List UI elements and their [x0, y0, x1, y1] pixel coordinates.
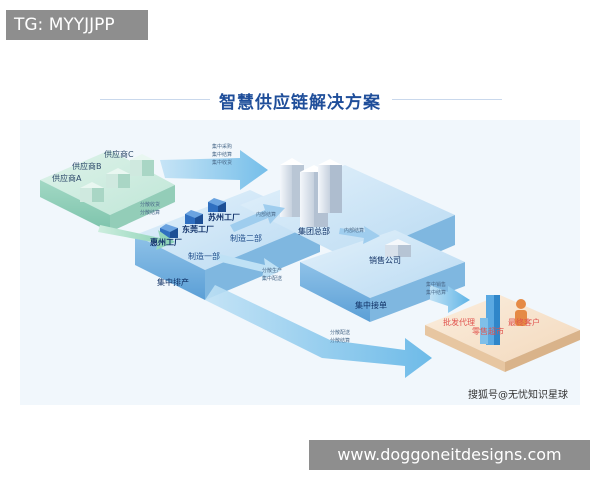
title-divider-right [392, 99, 502, 100]
supplier-building-b [106, 168, 130, 188]
flow-label-receive-1: 分散收货 [140, 201, 160, 208]
arrow-suppliers-to-factories [98, 225, 175, 250]
flow-label-procure-1: 集中采购 [212, 143, 232, 150]
customer-label-end: 最终客户 [508, 317, 540, 327]
label-sales-company: 销售公司 [369, 255, 401, 265]
arrow-orders-to-customers [430, 285, 470, 313]
factory-building-suzhou [208, 198, 226, 212]
supplier-label-b: 供应商B [72, 161, 102, 171]
arrow-supplier-to-hq [160, 150, 268, 190]
flow-label-dispatch-2: 集中配送 [262, 275, 282, 282]
customer-platform [425, 295, 580, 372]
customer-label-retail: 零售超市 [472, 326, 504, 336]
supplier-label-c: 供应商C [104, 149, 134, 159]
label-centralized-scheduling: 集中排产 [157, 277, 189, 287]
arrow-dispatch-left [213, 253, 282, 280]
arrow-hq-to-sales [339, 226, 380, 244]
flow-label-delivery-1: 分散配送 [330, 329, 350, 336]
customer-tower [480, 295, 500, 345]
factory-label-dongguan: 东莞工厂 [182, 224, 214, 234]
factory-label-suzhou: 苏州工厂 [208, 212, 240, 222]
order-platform [300, 230, 465, 322]
diagram-title: 智慧供应链解决方案 [219, 93, 381, 113]
flow-label-delivery-2: 分散结算 [330, 337, 350, 344]
flow-label-procure-3: 集中收货 [212, 159, 232, 166]
factory-label-huizhou: 惠州工厂 [150, 237, 182, 247]
flow-label-internal-right: 内部结算 [344, 227, 364, 234]
factory-building-huizhou [160, 224, 178, 238]
flow-label-procure-2: 集中结算 [212, 151, 232, 158]
label-centralized-orders: 集中接单 [355, 300, 387, 310]
department-label-two: 制造二部 [230, 233, 262, 243]
customer-person-icon [515, 299, 527, 326]
arrow-factories-to-hq [230, 204, 285, 232]
flow-label-order-1: 集中销售 [426, 281, 446, 288]
source-watermark: 搜狐号@无忧知识星球 [468, 390, 568, 401]
customer-label-wholesale: 批发代理 [443, 317, 475, 327]
supplier-label-a: 供应商A [52, 173, 82, 183]
arrow-delivery-to-customers [205, 285, 432, 378]
sales-company-building [385, 239, 411, 257]
flow-label-dispatch-1: 分散生产 [262, 267, 282, 274]
title-divider-left [100, 99, 210, 100]
supplier-building-a [80, 182, 104, 202]
channel-tag-overlay: TG: MYYJJPP [6, 10, 148, 40]
flow-label-receive-2: 分散结算 [140, 209, 160, 216]
flow-label-order-2: 集中结算 [426, 289, 446, 296]
supplier-building-c [130, 154, 154, 176]
department-label-one: 制造一部 [188, 251, 220, 261]
label-group-hq: 集团总部 [298, 226, 330, 236]
factory-building-dongguan [185, 210, 203, 224]
hq-building-cluster [280, 158, 342, 227]
site-url-overlay: www.doggoneitdesigns.com [309, 440, 590, 470]
flow-label-internal-left: 内部结算 [256, 211, 276, 218]
